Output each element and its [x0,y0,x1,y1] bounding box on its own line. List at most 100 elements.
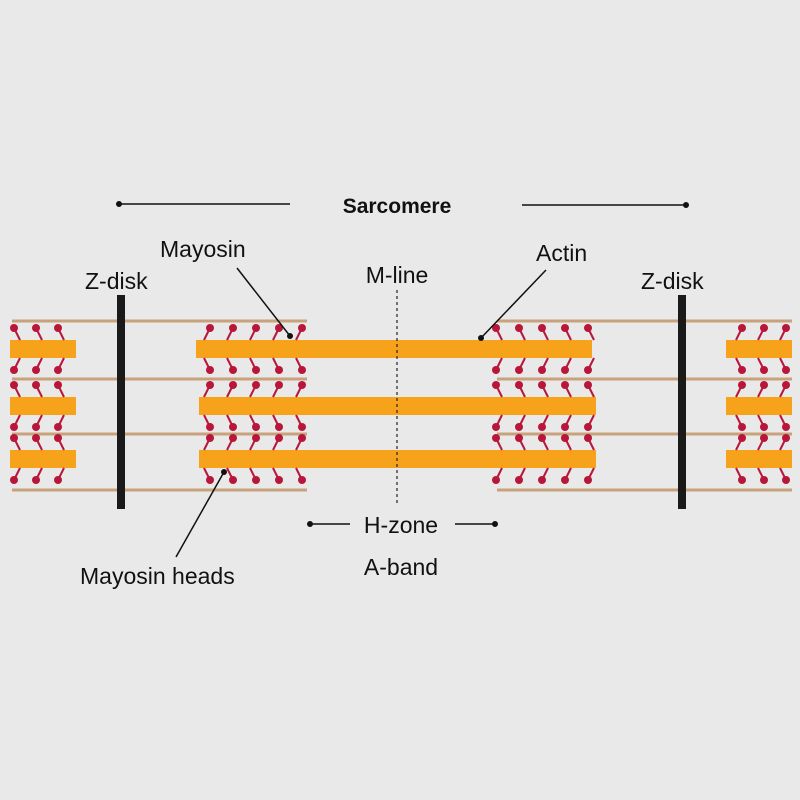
myosin-head [275,366,283,374]
myosin-head [515,434,523,442]
h-zone-right-dot [492,521,498,527]
myosin-head [275,381,283,389]
myosin-head [252,324,260,332]
myosin-head [229,324,237,332]
sarcomere-span-right-dot [683,202,689,208]
myosin-head [561,366,569,374]
myosin-head [298,476,306,484]
myosin-head [782,476,790,484]
myosin-head [252,423,260,431]
h-zone-left-dot [307,521,313,527]
myosin-head [584,381,592,389]
myosin-head [760,476,768,484]
z-disk-left [117,295,125,509]
myosin-head [760,324,768,332]
h-zone-label: H-zone [364,512,438,538]
myosin-head [10,423,18,431]
myosin-head [538,366,546,374]
myosin-head [538,476,546,484]
myosin-head [561,324,569,332]
myosin-head [492,476,500,484]
myosin-heads-leader-line [175,471,225,558]
myosin-head [538,423,546,431]
myosin-head [538,381,546,389]
myosin-head [738,434,746,442]
myosin-head [32,476,40,484]
myosin-head [515,476,523,484]
myosin-filament [726,340,792,358]
myosin-head [206,366,214,374]
myosin-head [206,324,214,332]
myosin-filament [10,450,76,468]
z-disk-right [678,295,686,509]
myosin-head [782,434,790,442]
myosin-head [10,434,18,442]
myosin-head [10,381,18,389]
myosin-head [32,324,40,332]
myosin-head [782,366,790,374]
a-band-label: A-band [364,554,438,580]
myosin-head [515,366,523,374]
myosin-head [738,476,746,484]
actin-filament [497,377,792,381]
myosin-filaments [10,340,792,468]
myosin-filament [196,340,592,358]
z-disk-left-label: Z-disk [85,268,148,294]
myosin-head [252,434,260,442]
leader-lines [175,267,547,558]
myosin-head [32,434,40,442]
myosin-head [298,434,306,442]
myosin-head [206,381,214,389]
myosin-head [738,324,746,332]
myosin-head [561,423,569,431]
myosin-head [252,381,260,389]
myosin-head [760,423,768,431]
myosin-head [275,434,283,442]
myosin-head [515,381,523,389]
myosin-filament [10,397,76,415]
myosin-head [229,366,237,374]
actin-leader-dot [478,335,484,341]
myosin-head [538,434,546,442]
myosin-head [492,324,500,332]
myosin-label: Mayosin [160,236,246,262]
myosin-head [298,324,306,332]
myosin-head [54,434,62,442]
myosin-heads [10,324,790,484]
myosin-head [229,434,237,442]
myosin-filament [10,340,76,358]
myosin-head [561,434,569,442]
myosin-head [492,366,500,374]
actin-filament [12,319,307,323]
actin-label: Actin [536,240,587,266]
z-disk-right-label: Z-disk [641,268,704,294]
myosin-head [32,423,40,431]
myosin-head [252,476,260,484]
myosin-head [492,434,500,442]
myosin-head [54,324,62,332]
myosin-head [538,324,546,332]
sarcomere-span [116,201,689,208]
actin-leader-line [480,269,547,339]
sarcomere-span-left-dot [116,201,122,207]
myosin-heads-label: Mayosin heads [80,563,235,589]
myosin-head [10,476,18,484]
myosin-head [252,366,260,374]
myosin-head [561,476,569,484]
myosin-leader-line [236,267,291,337]
actin-filament [497,319,792,323]
myosin-filament [726,397,792,415]
myosin-head [10,366,18,374]
myosin-head [515,423,523,431]
myosin-head [275,423,283,431]
myosin-head [760,381,768,389]
actin-filament [12,377,307,381]
m-line-label: M-line [366,262,429,288]
myosin-head [298,381,306,389]
myosin-head [760,366,768,374]
myosin-head [782,423,790,431]
myosin-head [584,324,592,332]
myosin-head [54,366,62,374]
h-zone-marker [307,521,498,527]
actin-filament [497,488,792,492]
